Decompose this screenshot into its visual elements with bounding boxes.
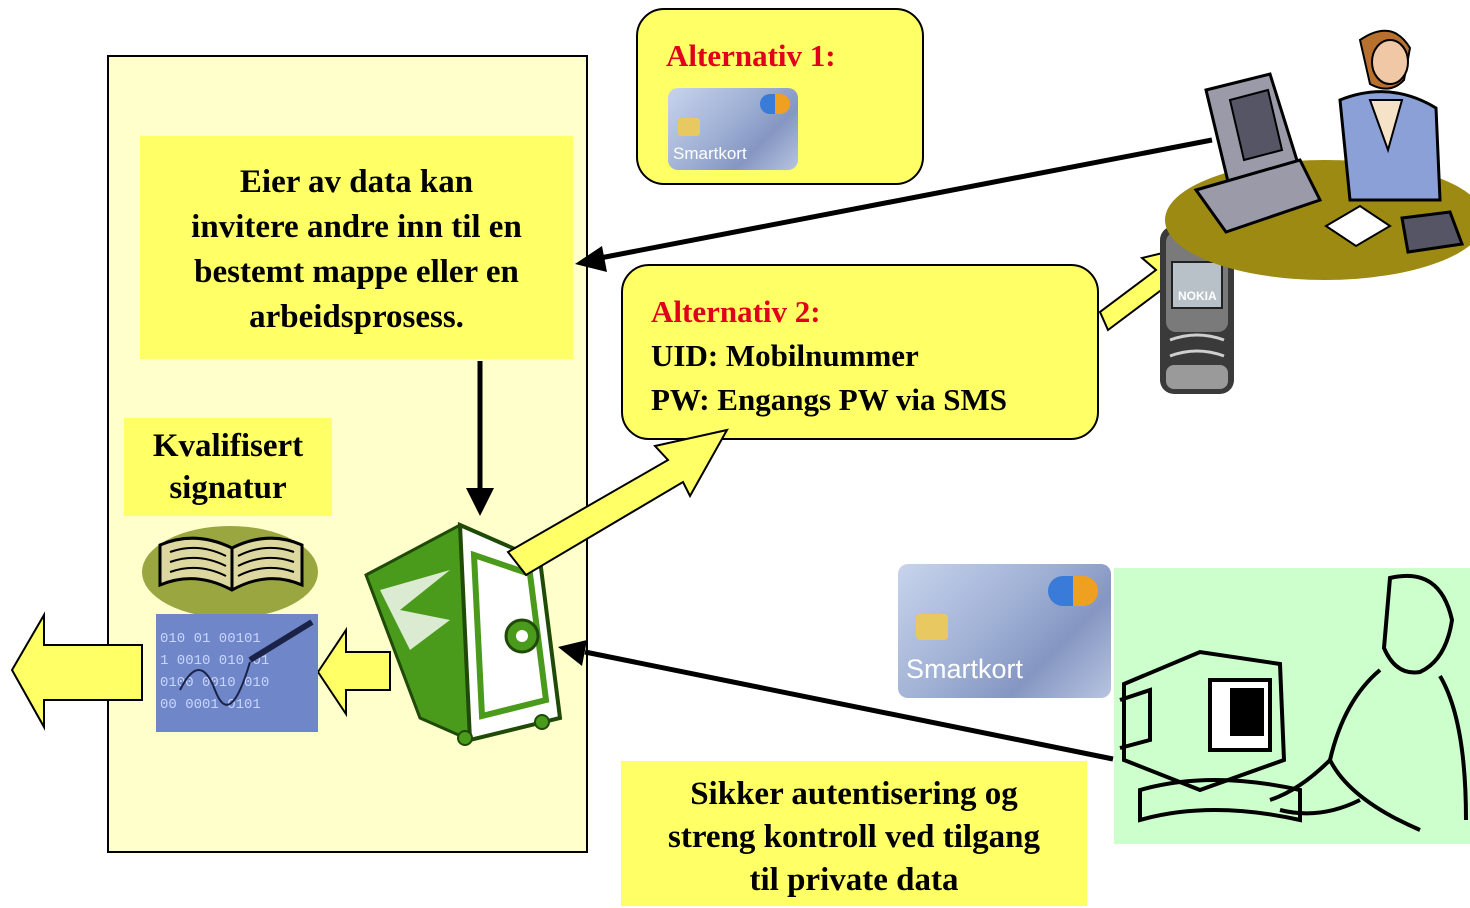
owner-note-line: arbeidsprosess.	[249, 299, 464, 335]
office-worker-icon	[1165, 29, 1470, 280]
owner-note-line: invitere andre inn til en	[191, 209, 522, 245]
user-to-safe-arrow	[584, 649, 1114, 762]
svg-text:NOKIA: NOKIA	[1178, 289, 1217, 303]
owner-note-line: bestemt mappe eller en	[194, 254, 519, 290]
safe-to-alt2-arrow	[506, 428, 729, 577]
signature-note: Kvalifisert signatur	[124, 418, 332, 516]
card-label: Smartkort	[673, 144, 747, 163]
card-label: Smartkort	[906, 654, 1024, 684]
auth-note-line: streng kontroll ved tilgang	[668, 819, 1040, 855]
export-arrow-outer	[10, 611, 143, 731]
pw-line: PW: Engangs PW via SMS	[651, 382, 1008, 417]
smartcard-icon: Smartkort	[668, 88, 798, 170]
large-smartcard-icon: Smartkort	[898, 564, 1111, 698]
owner-note: Eier av data kan invitere andre inn til …	[140, 136, 573, 359]
alternative-1-title: Alternativ 1:	[666, 38, 836, 73]
auth-note-line: Sikker autentisering og	[690, 776, 1018, 812]
owner-note-line: Eier av data kan	[239, 164, 474, 200]
signature-image: 010 01 00101 1 0010 010 01 0100 0010 010…	[156, 614, 318, 732]
auth-note-line: til private data	[749, 862, 959, 898]
uid-line: UID: Mobilnummer	[651, 338, 919, 373]
alternative-2-title: Alternativ 2:	[651, 294, 821, 329]
svg-text:00 0001 0101: 00 0001 0101	[160, 697, 261, 713]
signature-note-line: signatur	[169, 470, 287, 506]
safe-icon	[364, 521, 563, 746]
worker-to-owner-arrow	[599, 137, 1213, 261]
auth-note: Sikker autentisering og streng kontroll …	[621, 761, 1087, 906]
alternative-1-box: Alternativ 1: Smartkort	[636, 8, 924, 185]
computer-user-drawing	[1119, 573, 1468, 832]
card-chip	[678, 118, 700, 136]
export-arrow-inner	[316, 626, 391, 718]
alternative-2-box: Alternativ 2: UID: Mobilnummer PW: Engan…	[621, 264, 1099, 440]
svg-text:1 0010 010 01: 1 0010 010 01	[160, 653, 269, 669]
card-logo	[1048, 576, 1098, 606]
card-chip	[916, 614, 948, 640]
signature-note-line: Kvalifisert	[152, 428, 304, 464]
card-logo	[760, 94, 790, 114]
book-icon	[142, 526, 318, 618]
svg-text:010 01 00101: 010 01 00101	[160, 631, 261, 647]
computer-user-icon	[1114, 568, 1470, 844]
